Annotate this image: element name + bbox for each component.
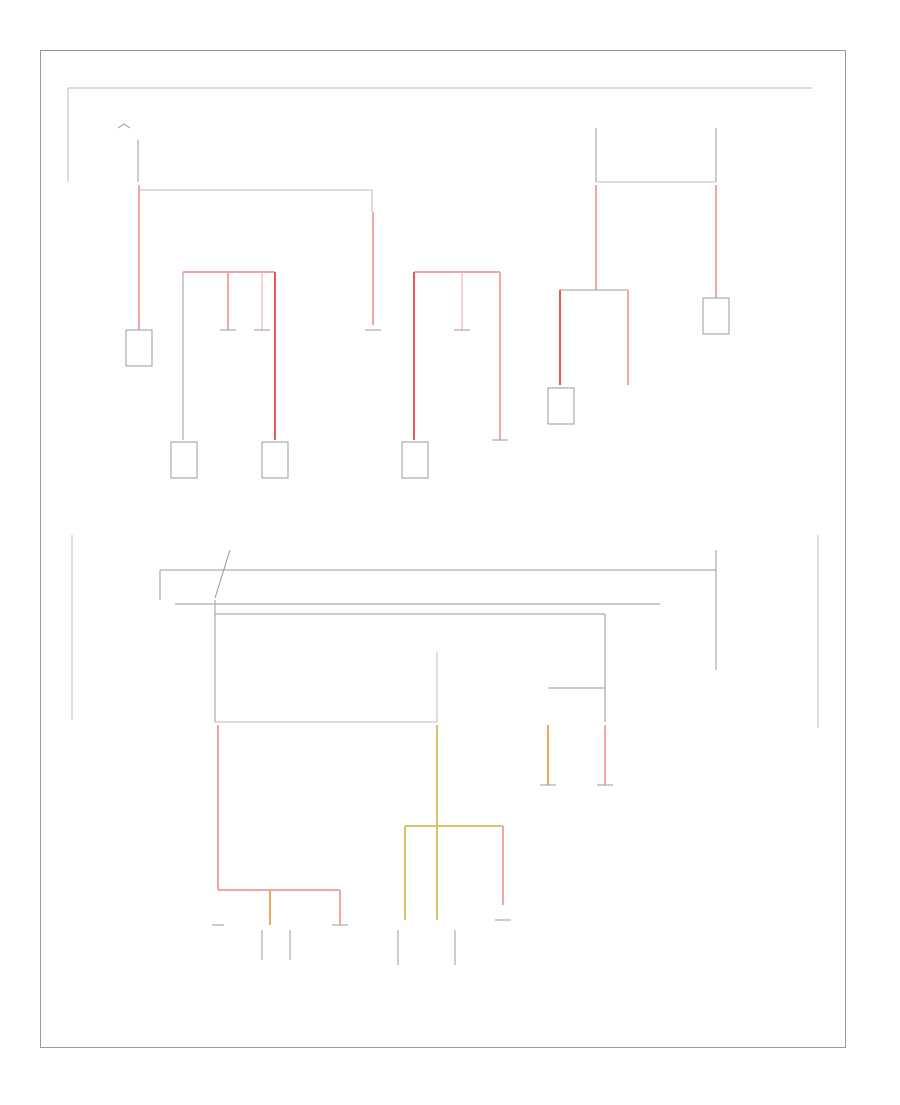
upper-right-feeds (547, 128, 730, 425)
switch-group-1 (170, 271, 289, 479)
upper-enclosure (67, 87, 812, 182)
connector-box-left-3 (261, 441, 289, 479)
lower-bus (159, 549, 717, 723)
connector-box-mid-1 (401, 441, 429, 479)
switch-group-2 (365, 271, 508, 479)
connector-box-left-1 (125, 329, 153, 367)
lower-middle-branch (397, 725, 511, 965)
diagram-frame (40, 50, 846, 1048)
lower-right-branch (540, 725, 613, 786)
connector-box-right-1 (547, 387, 575, 425)
upper-left-feed (117, 123, 374, 367)
lower-left-branch (212, 725, 348, 960)
connector-box-left-2 (170, 441, 198, 479)
lower-enclosure (71, 535, 819, 728)
connector-box-right-2 (702, 297, 730, 335)
